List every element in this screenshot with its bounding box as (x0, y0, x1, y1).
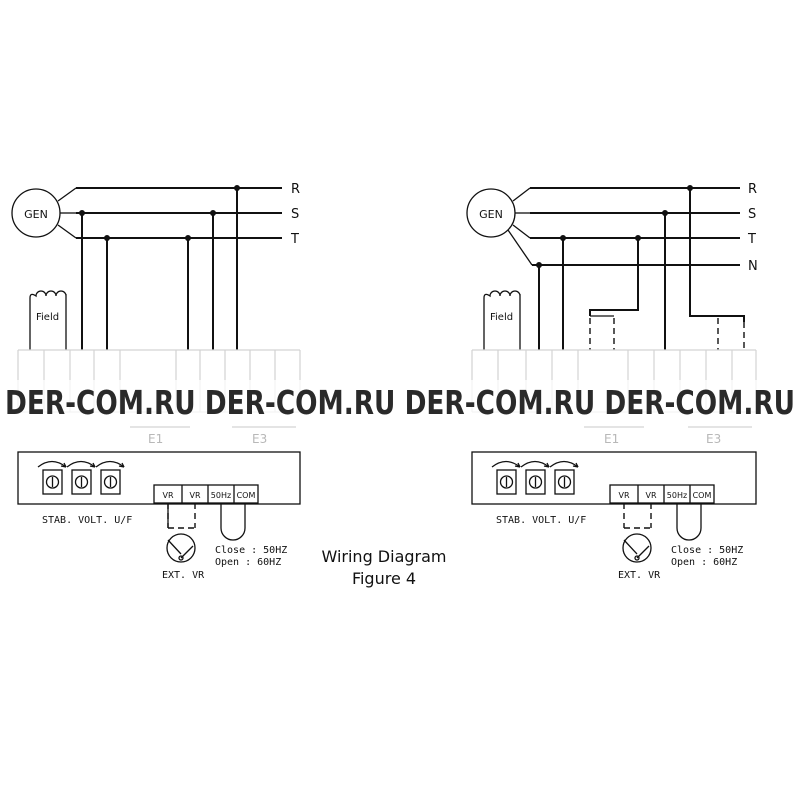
frequency-jumper[interactable] (220, 503, 246, 541)
drop-t-2 (589, 238, 639, 316)
terminal-50hz[interactable]: 50Hz (211, 491, 231, 500)
terminal-com[interactable]: COM (237, 491, 256, 500)
junction-dot (104, 235, 110, 241)
volt-potentiometer[interactable] (520, 460, 550, 495)
uf-potentiometer[interactable] (95, 460, 125, 495)
phase-label-t: T (290, 232, 299, 247)
junction-dot (79, 210, 85, 216)
terminal-strip (153, 484, 259, 504)
jumper-open-note: Open : 60HZ (215, 557, 281, 568)
terminal-50hz[interactable]: 50Hz (667, 491, 687, 500)
drop-r (689, 188, 745, 322)
gen-lead-n (507, 229, 533, 266)
zone-label-e3: E3 (706, 432, 721, 446)
jumper-open-note: Open : 60HZ (671, 557, 737, 568)
ext-vr-label: EXT. VR (618, 570, 661, 581)
ext-vr-potentiometer[interactable] (166, 503, 196, 563)
jumper-close-note: Close : 50HZ (671, 545, 743, 556)
pot-caption: STAB. VOLT. U/F (42, 515, 132, 526)
left-unit: GEN R S T Field (11, 182, 301, 581)
junction-dot (185, 235, 191, 241)
generator-label: GEN (479, 208, 503, 221)
controller-box (17, 451, 301, 505)
terminal-vr-1[interactable]: VR (618, 491, 629, 500)
ext-vr-potentiometer[interactable] (622, 503, 652, 563)
phase-label-s: S (748, 207, 756, 222)
terminal-vr-1[interactable]: VR (162, 491, 173, 500)
volt-potentiometer[interactable] (66, 460, 96, 495)
controller-box (471, 451, 757, 505)
junction-dot (687, 185, 693, 191)
field-label: Field (490, 312, 513, 323)
junction-dot (234, 185, 240, 191)
gen-lead-r (57, 187, 77, 202)
terminal-vr-2[interactable]: VR (189, 491, 200, 500)
junction-dot (662, 210, 668, 216)
caption-line-1: Wiring Diagram (321, 547, 446, 566)
gen-lead-t (57, 224, 77, 239)
ext-vr-label: EXT. VR (162, 570, 205, 581)
field-label: Field (36, 312, 59, 323)
phase-label-n: N (748, 259, 758, 274)
zone-label-e3: E3 (252, 432, 267, 446)
phase-label-r: R (748, 182, 757, 197)
watermark-text: DER-COM.RU DER-COM.RU DER-COM.RU DER-COM… (5, 383, 795, 422)
terminal-vr-2[interactable]: VR (645, 491, 656, 500)
caption-line-2: Figure 4 (352, 569, 416, 588)
stab-potentiometer[interactable] (37, 460, 67, 495)
jumper-close-note: Close : 50HZ (215, 545, 287, 556)
zone-label-e1: E1 (604, 432, 619, 446)
phase-label-t: T (747, 232, 756, 247)
phase-label-s: S (291, 207, 299, 222)
field-coil (483, 290, 521, 350)
watermark-band (0, 380, 800, 420)
terminal-strip (609, 484, 715, 504)
generator-label: GEN (24, 208, 48, 221)
junction-dot (536, 262, 542, 268)
optional-links (589, 315, 745, 350)
frequency-jumper[interactable] (676, 503, 702, 541)
junction-dot (560, 235, 566, 241)
terminal-com[interactable]: COM (693, 491, 712, 500)
junction-dot (635, 235, 641, 241)
gen-lead-t (512, 224, 531, 239)
field-coil (29, 290, 67, 350)
zone-label-e1: E1 (148, 432, 163, 446)
stab-potentiometer[interactable] (491, 460, 521, 495)
gen-lead-r (512, 187, 531, 202)
uf-potentiometer[interactable] (549, 460, 579, 495)
phase-label-r: R (291, 182, 300, 197)
pot-caption: STAB. VOLT. U/F (496, 515, 586, 526)
junction-dot (210, 210, 216, 216)
